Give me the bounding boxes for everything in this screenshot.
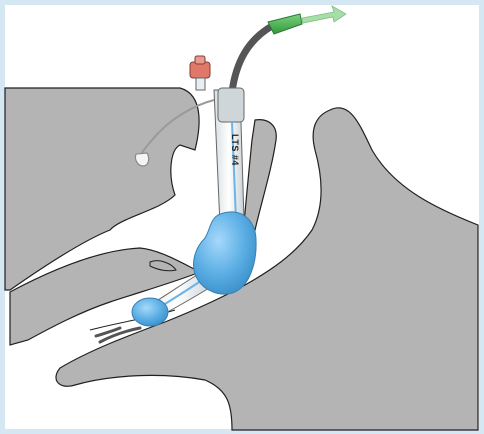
tube-connector xyxy=(218,88,244,122)
ventilation-hose xyxy=(232,26,272,92)
flow-arrow-icon xyxy=(302,6,346,23)
green-connector xyxy=(268,14,302,34)
pilot-balloon-icon xyxy=(135,153,148,166)
distal-cuff xyxy=(132,298,168,326)
tube-label: LTS #4 xyxy=(230,134,240,166)
proximal-cuff xyxy=(194,212,257,294)
